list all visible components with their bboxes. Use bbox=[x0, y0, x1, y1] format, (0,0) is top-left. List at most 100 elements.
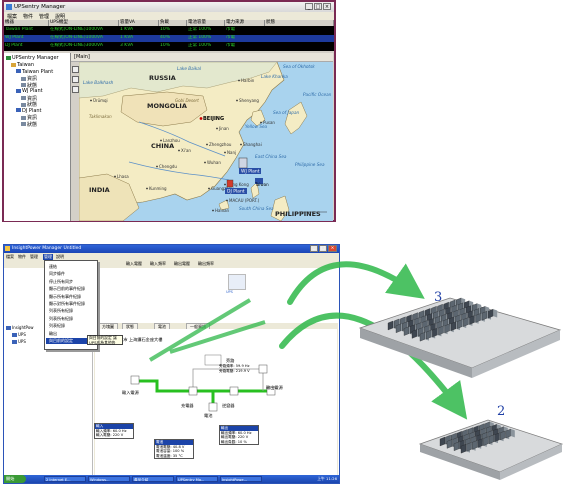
toolbar-output-voltage[interactable]: 輸出電壓 bbox=[174, 261, 190, 266]
toolbar-output-freq[interactable]: 輸出頻率 bbox=[198, 261, 214, 266]
tree-root[interactable]: UPSentry Manager bbox=[6, 55, 59, 61]
rack-rows bbox=[439, 421, 515, 454]
dropdown-item[interactable]: 列表紀錄 bbox=[49, 323, 65, 329]
city-dot bbox=[146, 187, 148, 190]
grid-cell[interactable]: 1 KVA bbox=[120, 35, 134, 40]
maximize-button[interactable]: □ bbox=[319, 245, 327, 252]
grid-column-header[interactable]: 機器 bbox=[4, 20, 49, 26]
menu-manage-dummy[interactable]: 管理 bbox=[30, 254, 38, 259]
menu-help[interactable]: 說明 bbox=[56, 254, 64, 259]
rectifier-node-icon[interactable] bbox=[188, 386, 198, 396]
tree-item[interactable]: 狀態 bbox=[21, 101, 37, 108]
taskbar-item[interactable]: 2 Internet E... bbox=[44, 476, 86, 482]
device-thumbnail[interactable] bbox=[228, 274, 246, 290]
menu-file[interactable]: 檔案 bbox=[6, 254, 14, 259]
grid-cell[interactable]: Taiwan Plant bbox=[5, 27, 34, 32]
grid-cell[interactable]: 市電 bbox=[226, 43, 235, 48]
tab-block-diagram[interactable]: 方塊圖 bbox=[98, 323, 118, 330]
dropdown-item[interactable]: 輸出 bbox=[49, 330, 57, 336]
wj-plant-marker[interactable]: WJ Plant bbox=[238, 157, 261, 175]
map-label-nanj: Nanj bbox=[227, 150, 236, 155]
dropdown-item[interactable]: 列表所有紀錄 bbox=[49, 308, 73, 314]
output-node-icon[interactable] bbox=[266, 386, 276, 396]
tab-battery[interactable]: 電池 bbox=[154, 323, 170, 330]
china-map[interactable]: RUSSIAMONGOLIACHINAINDIAPHILIPPINESBEIJI… bbox=[79, 62, 333, 221]
toolbar-input-freq[interactable]: 輸入頻率 bbox=[150, 261, 166, 266]
battery-node-icon[interactable] bbox=[208, 402, 218, 412]
tree-item[interactable]: 狀態 bbox=[21, 121, 37, 128]
close-button[interactable]: × bbox=[328, 245, 337, 252]
taiwan-marker[interactable]: Taiwan bbox=[254, 178, 269, 187]
grid-cell[interactable]: 3 KVA bbox=[120, 43, 134, 48]
grid-column-header[interactable]: 容量VA bbox=[119, 20, 159, 26]
ups-tree-item[interactable]: InsightPow bbox=[6, 325, 34, 330]
river-line bbox=[138, 121, 226, 157]
grid-column-header[interactable]: UPS機型 bbox=[49, 20, 119, 26]
grid-column-header[interactable]: 電力來源 bbox=[225, 20, 265, 26]
menu-help[interactable]: 說明 bbox=[55, 14, 66, 20]
tree-item[interactable]: WJ Plant bbox=[16, 88, 43, 94]
grid-cell[interactable]: 10% bbox=[160, 43, 171, 48]
taskbar-item[interactable]: Windows... bbox=[88, 476, 130, 482]
tree-item[interactable]: 資訊 bbox=[21, 95, 37, 102]
dropdown-item[interactable]: 顯示所有事件紀錄 bbox=[49, 293, 81, 299]
ups-tree-item[interactable]: UPS bbox=[12, 332, 26, 337]
bypass-node-icon[interactable] bbox=[258, 364, 268, 374]
toolbar-input-voltage[interactable]: 輸入電壓 bbox=[126, 261, 142, 266]
map-tool-icon[interactable] bbox=[72, 86, 79, 93]
grid-cell[interactable]: WJ Plant bbox=[5, 35, 24, 40]
dropdown-item[interactable]: 連結 bbox=[49, 264, 57, 269]
grid-cell[interactable]: 在線式(ON-LINE)1000VA bbox=[50, 35, 103, 40]
tree-node-icon bbox=[6, 326, 11, 330]
tab-status[interactable]: 狀態 bbox=[122, 323, 138, 330]
grid-cell[interactable]: 在線式(ON-LINE)1000VA bbox=[50, 27, 103, 32]
minimize-button[interactable]: _ bbox=[310, 245, 318, 252]
ups-tree-item[interactable]: UPS bbox=[12, 339, 26, 344]
tree-item[interactable]: 資訊 bbox=[21, 114, 37, 121]
grid-cell[interactable]: 1 KVA bbox=[120, 27, 134, 32]
menu-object[interactable]: 物件 bbox=[23, 14, 34, 20]
dropdown-item[interactable]: 顯示目前的事件紀錄 bbox=[49, 286, 85, 292]
grid-cell[interactable]: 40% bbox=[160, 35, 171, 40]
grid-cell[interactable]: 在線式(ON-LINE)3000VA bbox=[50, 43, 103, 48]
dropdown-item[interactable]: 列表所有紀錄 bbox=[49, 315, 73, 321]
start-button[interactable]: 開始 bbox=[4, 475, 26, 483]
grid-column-header[interactable]: 狀態 bbox=[265, 20, 334, 26]
tree-item[interactable]: DJ Plant bbox=[16, 108, 42, 114]
inverter-node-icon[interactable] bbox=[229, 386, 239, 396]
close-button[interactable]: × bbox=[323, 3, 331, 10]
maximize-button[interactable]: □ bbox=[314, 3, 322, 10]
grid-cell[interactable]: 10% bbox=[160, 27, 171, 32]
grid-cell[interactable]: 正常 100% bbox=[188, 35, 212, 40]
bypass-info-box bbox=[204, 354, 222, 366]
map-tool-icon[interactable] bbox=[72, 66, 79, 73]
taskbar-item[interactable]: UPSentry Ma... bbox=[176, 476, 218, 482]
grid-cell[interactable]: 正常 100% bbox=[188, 43, 212, 48]
dropdown-item[interactable]: 與目前的設定 bbox=[49, 338, 73, 343]
tree-item[interactable]: 資訊 bbox=[21, 75, 37, 82]
grid-cell[interactable]: 市電 bbox=[226, 27, 235, 32]
dropdown-item[interactable]: 停止所有同步 bbox=[49, 278, 73, 284]
dropdown-item[interactable]: 顯示對所有事件紀錄 bbox=[49, 301, 85, 306]
grid-row-selected[interactable] bbox=[4, 34, 334, 42]
taskbar-item[interactable]: InsightPowe... bbox=[220, 476, 262, 482]
tree-item[interactable]: 狀態 bbox=[21, 82, 37, 89]
grid-cell[interactable]: 市電 bbox=[226, 35, 235, 40]
menu-manage[interactable]: 管理 bbox=[43, 254, 53, 260]
map-tool-icon[interactable] bbox=[72, 76, 79, 83]
tree-item[interactable]: Taiwan bbox=[11, 62, 34, 68]
menu-file[interactable]: 檔案 bbox=[7, 14, 18, 20]
input-node-icon[interactable] bbox=[130, 375, 140, 385]
grid-column-header[interactable]: 負載 bbox=[159, 20, 187, 26]
dj-plant-marker[interactable]: DJ Plant bbox=[225, 179, 247, 195]
grid-cell[interactable]: DJ Plant bbox=[5, 43, 23, 48]
minimize-button[interactable]: _ bbox=[305, 3, 313, 10]
menu-object[interactable]: 物件 bbox=[18, 254, 26, 259]
grid-column-header[interactable]: 電池容量 bbox=[187, 20, 225, 26]
taskbar-item[interactable]: 產品介紹 bbox=[132, 476, 174, 482]
menu-manage[interactable]: 管理 bbox=[39, 14, 50, 20]
battery-box-row: 電池溫度: 35 °C bbox=[156, 453, 183, 458]
tree-item[interactable]: Taiwan Plant bbox=[16, 69, 53, 75]
grid-cell[interactable]: 正常 100% bbox=[188, 27, 212, 32]
dropdown-item[interactable]: 同步條件 bbox=[49, 271, 65, 277]
